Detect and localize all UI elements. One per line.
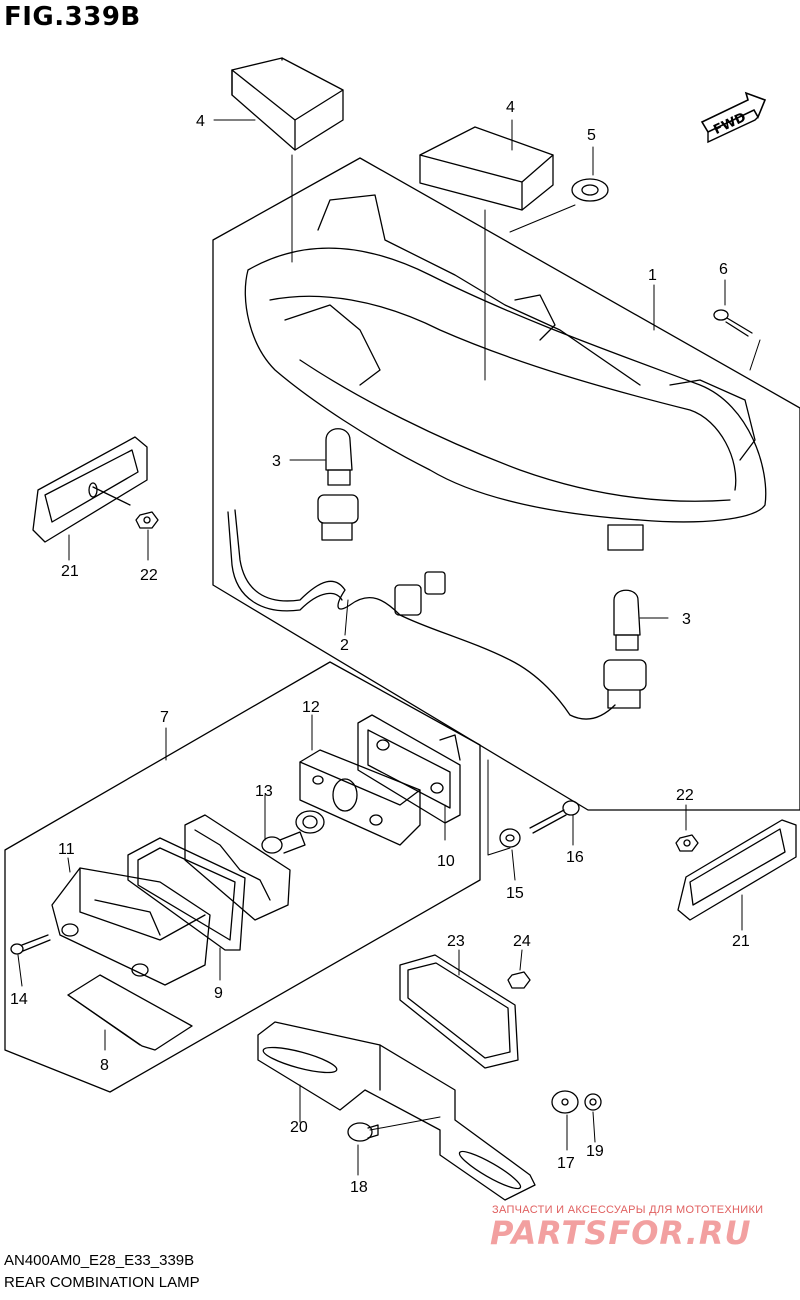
license-lamp-frame — [4, 661, 481, 1093]
bolt-18 — [347, 1122, 379, 1142]
nut-19 — [584, 1093, 602, 1111]
pad-upper-left — [231, 57, 344, 151]
grommet-5 — [571, 178, 609, 202]
callout-3b: 3 — [682, 611, 691, 628]
bulb-upper — [325, 428, 353, 486]
callout-21a: 21 — [61, 563, 79, 580]
lamp-socket-board — [184, 814, 291, 921]
callout-1: 1 — [648, 267, 657, 284]
callout-3a: 3 — [272, 453, 281, 470]
figure-code: AN400AM0_E28_E33_339B — [4, 1252, 195, 1269]
gasket-9-inner — [137, 847, 236, 941]
callout-9: 9 — [214, 985, 223, 1002]
bulb-13 — [261, 831, 306, 854]
callout-20: 20 — [290, 1119, 308, 1136]
nut-24 — [507, 971, 531, 989]
callout-22a: 22 — [140, 567, 158, 584]
callout-21b: 21 — [732, 933, 750, 950]
lamp-bottom-connector — [607, 524, 644, 551]
bulb-socket-13 — [295, 810, 325, 834]
figure-name: REAR COMBINATION LAMP — [4, 1274, 200, 1291]
lamp-lens-inner — [269, 295, 737, 491]
bulb-socket-lower — [603, 659, 647, 709]
case-12 — [299, 749, 421, 846]
socket-board-detail — [194, 829, 271, 901]
nut-left — [135, 511, 159, 529]
wiring-harness — [234, 509, 616, 720]
callout-4a: 4 — [196, 113, 205, 130]
reflector-23 — [399, 954, 519, 1069]
callout-12: 12 — [302, 699, 320, 716]
bracket-20 — [257, 1021, 536, 1201]
wiring-harness-outer — [227, 511, 343, 612]
callout-2: 2 — [340, 637, 349, 654]
callout-13: 13 — [255, 783, 273, 800]
bulb-socket-upper — [317, 494, 359, 541]
washer-17 — [551, 1090, 579, 1114]
callout-labels: 4 4 5 1 6 3 3 2 21 22 7 12 13 10 11 14 9… — [10, 99, 750, 1196]
lamp-inner-chamber — [284, 304, 381, 386]
cover-10 — [357, 714, 461, 824]
callout-22b: 22 — [676, 787, 694, 804]
callout-19: 19 — [586, 1143, 604, 1160]
callout-4b: 4 — [506, 99, 515, 116]
screw-16 — [529, 800, 580, 834]
reflector-right — [677, 819, 797, 921]
bulb-lower — [613, 589, 641, 651]
callout-6: 6 — [719, 261, 728, 278]
callout-23: 23 — [447, 933, 465, 950]
nut-right — [675, 834, 699, 852]
lamp-lens-lower — [299, 359, 731, 502]
harness-connector — [394, 571, 446, 616]
lamp-right-bracket — [669, 379, 756, 461]
callout-15: 15 — [506, 885, 524, 902]
callout-14: 14 — [10, 991, 28, 1008]
watermark-brand: PARTSFOR.RU — [490, 1214, 752, 1252]
washer-15 — [499, 828, 521, 848]
lamp-mount-tab — [514, 294, 556, 341]
pad-upper-center — [419, 126, 554, 211]
callout-18: 18 — [350, 1179, 368, 1196]
license-lamp-housing — [51, 867, 211, 986]
callout-10: 10 — [437, 853, 455, 870]
lens-cover-8 — [67, 974, 193, 1051]
lamp-upper-ridge — [317, 194, 641, 386]
reflector-left-stud — [88, 482, 131, 506]
callout-16: 16 — [566, 849, 584, 866]
callout-8: 8 — [100, 1057, 109, 1074]
gasket-9 — [127, 837, 246, 951]
forward-direction-arrow: FWD — [700, 91, 767, 144]
screw-6 — [713, 309, 753, 337]
lamp-assembly-frame — [212, 157, 800, 811]
callout-7: 7 — [160, 709, 169, 726]
tail-lamp-housing — [244, 247, 767, 523]
reflector-left — [32, 436, 148, 543]
callout-5: 5 — [587, 127, 596, 144]
callout-11: 11 — [58, 841, 75, 858]
leader-lines — [17, 119, 761, 1176]
callout-24: 24 — [513, 933, 531, 950]
callout-17: 17 — [557, 1155, 575, 1172]
screw-14 — [10, 934, 51, 955]
figure-title: FIG.339B — [4, 2, 141, 32]
watermark-tagline: ЗАПЧАСТИ И АКСЕССУАРЫ ДЛЯ МОТОТЕХНИКИ — [492, 1204, 764, 1216]
